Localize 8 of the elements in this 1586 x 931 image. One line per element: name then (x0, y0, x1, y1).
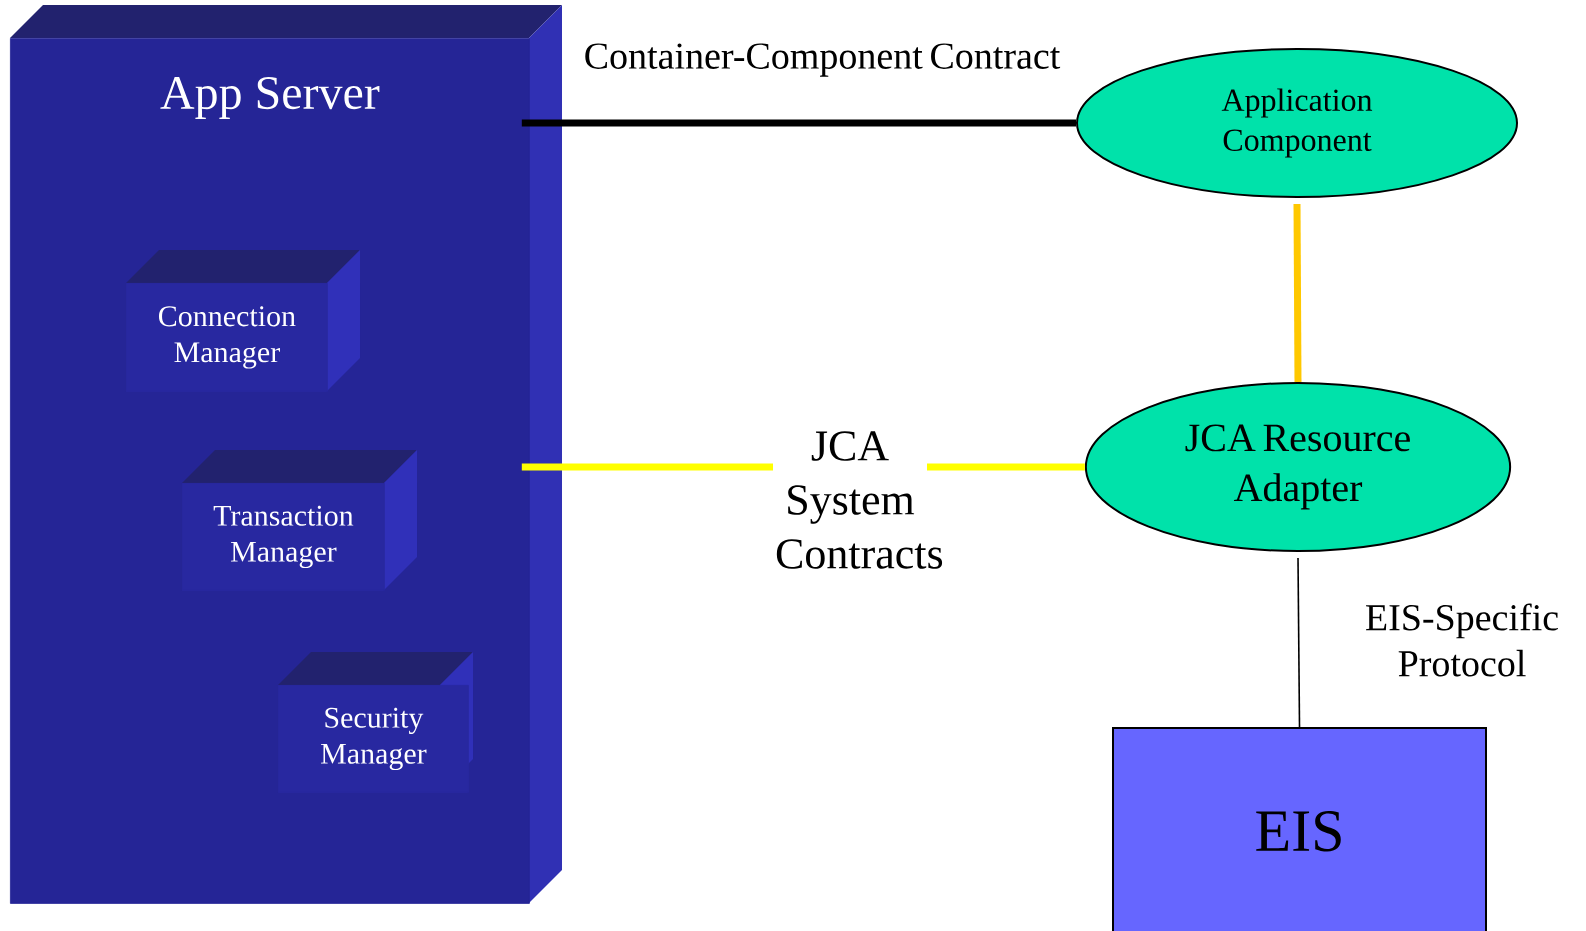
edge-label: Container-Component Contract (570, 41, 1074, 79)
edge-label: JCA System Contracts (773, 429, 943, 571)
system-box: EIS (1112, 727, 1487, 931)
edge-label: EIS-Specific Protocol (1340, 601, 1584, 679)
manager-box: Security Manager (278, 652, 473, 793)
connector-line (1297, 557, 1301, 728)
manager-box: Connection Manager (126, 250, 360, 392)
manager-box: Transaction Manager (182, 450, 417, 591)
